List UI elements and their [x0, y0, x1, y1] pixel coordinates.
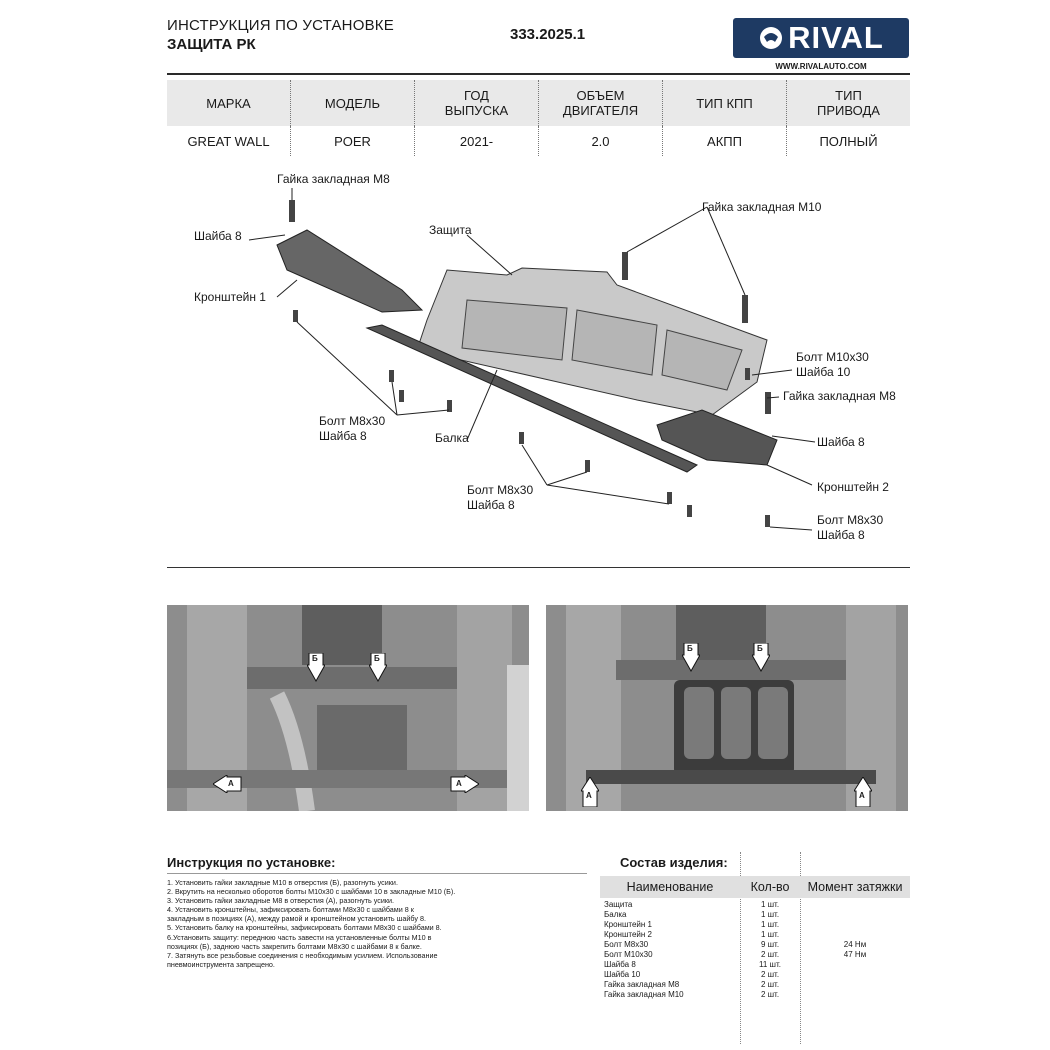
marker-b-right-2: Б — [751, 642, 771, 678]
document-title: ИНСТРУКЦИЯ ПО УСТАНОВКЕ — [167, 17, 394, 34]
marker-b-right: Б — [368, 652, 388, 688]
spec-header-brand: МАРКА — [167, 80, 291, 126]
label-bolt-left: Болт М8х30 Шайба 8 — [319, 414, 386, 443]
label-nut-m8-right: Гайка закладная М8 — [783, 389, 896, 403]
label-bolt-right: Болт М8х30 Шайба 8 — [817, 513, 884, 542]
beam-shape — [365, 324, 699, 473]
website-link[interactable]: WWW.RIVALAUTO.COM — [775, 62, 867, 71]
rival-logo: RIVAL — [733, 18, 909, 58]
components-header-row: Наименование Кол-во Момент затяжки — [600, 876, 910, 898]
spec-value-year: 2021- — [415, 126, 539, 156]
photo-underbody-before: Б Б А А — [167, 605, 529, 811]
spec-header-model: МОДЕЛЬ — [291, 80, 415, 126]
label-bolt-mid: Болт М8х30 Шайба 8 — [467, 483, 534, 512]
spec-header-year: ГОД ВЫПУСКА — [415, 80, 539, 126]
label-bracket-2: Кронштейн 2 — [817, 480, 889, 494]
components-col-divider-1 — [740, 852, 741, 1044]
bracket-1-shape — [276, 229, 424, 313]
spec-value-engine: 2.0 — [539, 126, 663, 156]
col-name-header: Наименование — [626, 880, 714, 894]
fasteners — [289, 200, 771, 527]
product-title: ЗАЩИТА РК — [167, 36, 256, 53]
label-beam: Балка — [435, 431, 469, 445]
label-nut-m10: Гайка закладная М10 — [702, 200, 822, 214]
marker-b-left-2: Б — [681, 642, 701, 678]
vehicle-spec-table: МАРКА МОДЕЛЬ ГОД ВЫПУСКА ОБЪЕМ ДВИГАТЕЛЯ… — [167, 80, 910, 156]
spec-header-drive: ТИП ПРИВОДА — [817, 88, 880, 118]
document-number: 333.2025.1 — [510, 26, 586, 43]
leader-lines — [248, 188, 816, 531]
components-title: Состав изделия: — [620, 855, 728, 870]
spec-value-gearbox: АКПП — [663, 126, 787, 156]
label-washer8-top: Шайба 8 — [194, 229, 242, 243]
marker-a-left-2: А — [580, 776, 600, 811]
marker-b-left: Б — [306, 652, 326, 688]
spec-value-row: GREAT WALL POER 2021- 2.0 АКПП ПОЛНЫЙ — [167, 126, 910, 156]
rival-emblem-icon — [760, 27, 783, 49]
header-divider — [167, 73, 910, 75]
underbody-illustration-2 — [546, 605, 908, 811]
instructions-divider — [167, 873, 587, 874]
guard-plate-shape — [416, 267, 768, 416]
spec-header-row: МАРКА МОДЕЛЬ ГОД ВЫПУСКА ОБЪЕМ ДВИГАТЕЛЯ… — [167, 80, 910, 126]
label-washer8-right: Шайба 8 — [817, 435, 865, 449]
label-nut-m8-top: Гайка закладная М8 — [277, 172, 390, 186]
marker-a-right-2: А — [853, 776, 873, 811]
assembly-drawing — [248, 188, 816, 531]
spec-value-drive: ПОЛНЫЙ — [819, 133, 878, 149]
col-torque-header: Момент затяжки — [807, 880, 903, 894]
spec-header-engine: ОБЪЕМ ДВИГАТЕЛЯ — [539, 80, 663, 126]
photo-underbody-after: Б Б А А — [546, 605, 908, 811]
col-qty-header: Кол-во — [750, 880, 790, 894]
instructions-text: 1. Установить гайки закладные М10 в отве… — [167, 878, 456, 969]
exploded-assembly-diagram: Гайка закладная М8 Шайба 8 Кронштейн 1 З… — [167, 160, 910, 568]
label-bracket-1: Кронштейн 1 — [194, 290, 266, 304]
components-col-divider-2 — [800, 852, 801, 1044]
components-table: Наименование Кол-во Момент затяжки Защит… — [600, 876, 910, 1000]
label-bolt-m10: Болт М10х30 Шайба 10 — [796, 350, 869, 379]
label-guard: Защита — [429, 223, 472, 237]
spec-value-brand: GREAT WALL — [167, 126, 291, 156]
marker-a-left: А — [212, 774, 243, 798]
spec-value-model: POER — [291, 126, 415, 156]
spec-header-gearbox: ТИП КПП — [663, 80, 787, 126]
marker-a-right: А — [449, 774, 480, 798]
logo-text: RIVAL — [788, 20, 884, 55]
instructions-title: Инструкция по установке: — [167, 855, 336, 870]
